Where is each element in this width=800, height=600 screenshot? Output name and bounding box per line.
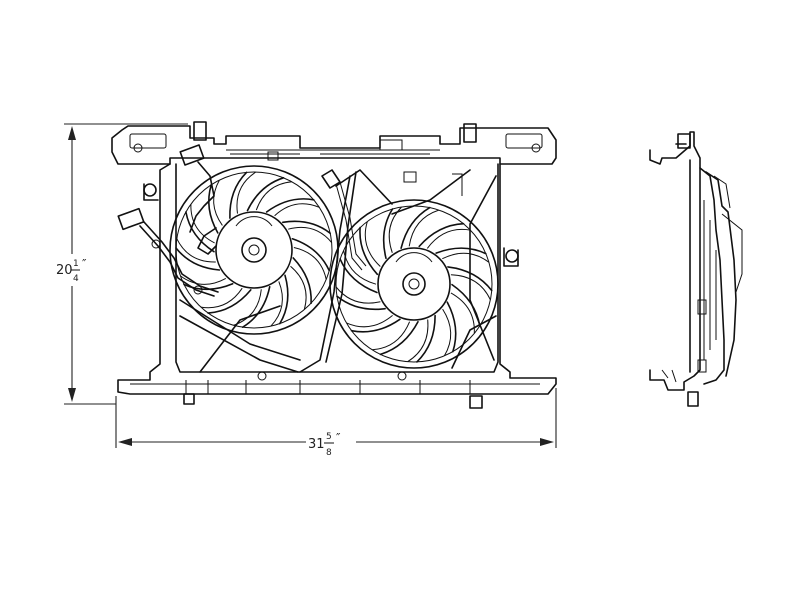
height-dimension: 20 1 4 ″ xyxy=(54,123,188,405)
fan-blade-edge xyxy=(408,209,439,247)
fan-blade-edge xyxy=(290,265,307,310)
fan-blade xyxy=(359,226,379,276)
fan-blade xyxy=(416,314,436,363)
fan-blade xyxy=(435,247,487,255)
wiring-harness xyxy=(117,144,367,297)
fan-blade-edge xyxy=(364,221,381,267)
fan-blade xyxy=(418,222,465,248)
side-view xyxy=(649,131,743,407)
right-fan xyxy=(329,199,499,369)
fan-blade-edge xyxy=(270,281,283,327)
fan-blade xyxy=(400,206,431,249)
fan-blade-edge xyxy=(255,181,292,211)
fan-blade-edge xyxy=(407,319,429,363)
fan-blade xyxy=(446,301,457,353)
fan-blade xyxy=(339,258,378,294)
fan-blade xyxy=(291,238,330,272)
left-fan-blades xyxy=(175,171,332,328)
width-denominator: 8 xyxy=(326,448,332,458)
fan-blade xyxy=(279,274,289,325)
fan-blade xyxy=(185,211,215,253)
width-whole: 31 xyxy=(308,437,325,452)
fan-blade-edge xyxy=(213,179,223,226)
fan-blade-edge xyxy=(335,286,381,304)
fan-blade-edge xyxy=(176,238,216,263)
front-view xyxy=(111,121,557,409)
fan-blade xyxy=(350,318,401,333)
fan-blade-edge xyxy=(442,252,490,263)
fan-blade-edge xyxy=(426,228,471,249)
height-denominator: 4 xyxy=(73,274,79,284)
fan-blade-edge xyxy=(343,250,377,285)
fan-blade xyxy=(265,198,315,213)
fan-blade-edge xyxy=(274,203,320,217)
left-fan xyxy=(169,165,339,335)
fan-blade-edge xyxy=(346,315,393,328)
fan-blade-edge xyxy=(450,274,491,301)
fan-blade-edge xyxy=(442,308,452,357)
top-mounting-rail xyxy=(111,121,557,165)
height-numerator: 1 xyxy=(73,259,79,269)
width-unit: ″ xyxy=(336,431,341,445)
fan-blade-edge xyxy=(288,226,332,243)
fan-blade xyxy=(207,183,219,234)
fan-blade xyxy=(175,247,221,271)
fan-blade xyxy=(241,286,271,328)
width-numerator: 5 xyxy=(326,432,332,442)
fan-blade xyxy=(379,321,419,356)
fan-blade xyxy=(292,257,312,304)
fan-blade-edge xyxy=(450,292,475,334)
fan-blade xyxy=(447,266,493,292)
fan-blade xyxy=(382,208,394,260)
height-whole: 20 xyxy=(56,263,73,278)
fan-blade-edge xyxy=(190,204,215,244)
fan-blade xyxy=(207,289,252,314)
fan-blade-edge xyxy=(200,287,243,309)
fan-blade xyxy=(282,220,331,234)
fan-blade xyxy=(246,177,285,212)
fan-blade-edge xyxy=(233,289,262,326)
fan-blade xyxy=(451,283,481,327)
fan-blade-edge xyxy=(372,321,411,351)
fan-blade xyxy=(229,171,248,219)
fan-blade-edge xyxy=(293,247,327,280)
right-fan-blades xyxy=(335,206,493,363)
height-unit: ″ xyxy=(82,257,87,271)
fan-blade-edge xyxy=(388,206,402,253)
fan-blade-edge xyxy=(180,275,227,285)
shroud-frame xyxy=(117,163,557,409)
fan-blade-edge xyxy=(236,171,257,214)
shroud-struts xyxy=(179,169,497,373)
width-dimension: 31 5 8 ″ xyxy=(115,388,557,460)
fan-blade xyxy=(336,295,386,311)
